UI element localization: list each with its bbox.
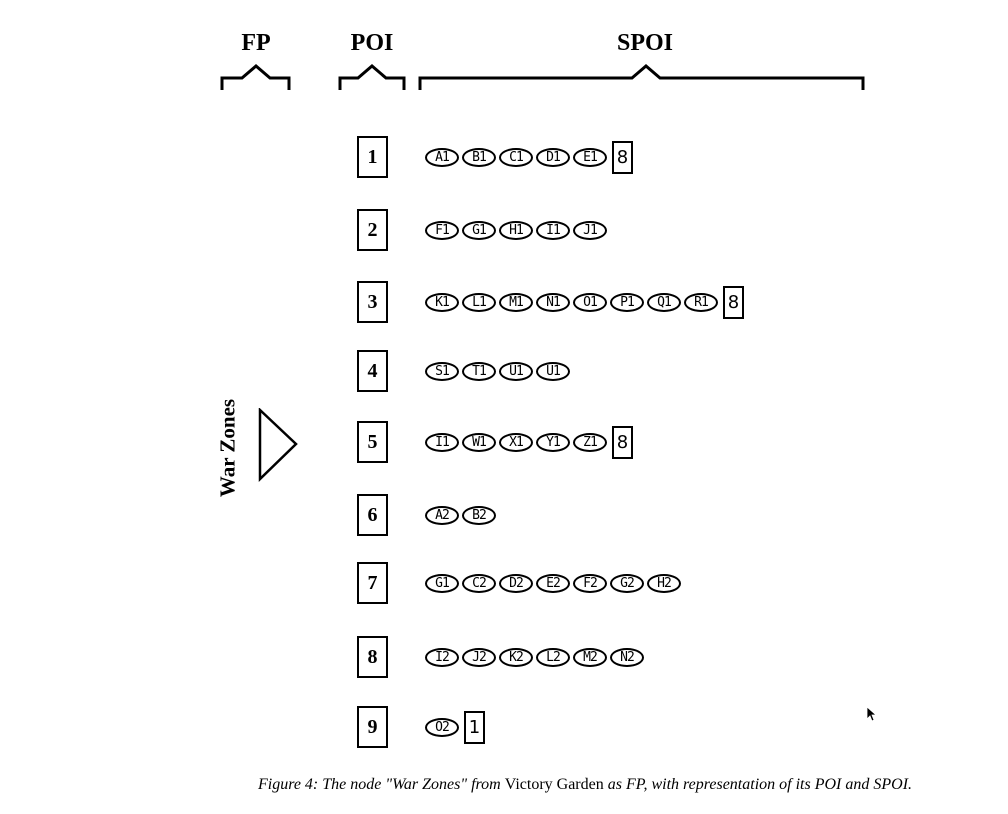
spoi-node: Z1: [573, 432, 607, 452]
spoi-node: C1: [499, 147, 533, 167]
poi-box: 5: [357, 421, 388, 463]
header-fp: FP: [241, 30, 271, 56]
spoi-node: F2: [573, 573, 607, 593]
poi-box: 4: [357, 350, 388, 392]
spoi-node: I1: [425, 432, 459, 452]
spoi-node: B1: [462, 147, 496, 167]
spoi-node: I1: [536, 220, 570, 240]
link-box: 1: [464, 710, 485, 744]
spoi-node: M1: [499, 292, 533, 312]
spoi-node: Q1: [647, 292, 681, 312]
header-spoi: SPOI: [616, 30, 674, 56]
mouse-cursor-icon: [866, 706, 878, 722]
spoi-node: J2: [462, 647, 496, 667]
fp-bracket: [220, 64, 865, 90]
spoi-node: H2: [647, 573, 681, 593]
spoi-node: B2: [462, 505, 496, 525]
spoi-node: N1: [536, 292, 570, 312]
link-box: 8: [612, 425, 633, 459]
spoi-node: E2: [536, 573, 570, 593]
spoi-node: D2: [499, 573, 533, 593]
spoi-node: U1: [536, 361, 570, 381]
poi-box: 3: [357, 281, 388, 323]
spoi-node: R1: [684, 292, 718, 312]
spoi-node: O1: [573, 292, 607, 312]
spoi-node: K2: [499, 647, 533, 667]
spoi-node: W1: [462, 432, 496, 452]
link-box: 8: [723, 285, 744, 319]
poi-box: 9: [357, 706, 388, 748]
spoi-node: X1: [499, 432, 533, 452]
spoi-node: O2: [425, 717, 459, 737]
caption-part1: Figure 4: The node "War Zones" from: [257, 776, 505, 793]
spoi-node: J1: [573, 220, 607, 240]
spoi-node: S1: [425, 361, 459, 381]
spoi-node: C2: [462, 573, 496, 593]
spoi-node: E1: [573, 147, 607, 167]
spoi-node: P1: [610, 292, 644, 312]
spoi-node: N2: [610, 647, 644, 667]
spoi-node: T1: [462, 361, 496, 381]
spoi-node: I2: [425, 647, 459, 667]
spoi-node: G2: [610, 573, 644, 593]
spoi-node: M2: [573, 647, 607, 667]
spoi-node: Y1: [536, 432, 570, 452]
spoi-node: D1: [536, 147, 570, 167]
spoi-node: A1: [425, 147, 459, 167]
poi-box: 8: [357, 636, 388, 678]
figure-caption: Figure 4: The node "War Zones" from Vict…: [0, 776, 1008, 794]
poi-box: 1: [357, 136, 388, 178]
spoi-node: L2: [536, 647, 570, 667]
poi-box: 2: [357, 209, 388, 251]
fp-triangle-icon: [258, 408, 298, 482]
spoi-node: G1: [462, 220, 496, 240]
caption-title: Victory Garden: [504, 776, 604, 793]
spoi-node: F1: [425, 220, 459, 240]
poi-box: 6: [357, 494, 388, 536]
spoi-node: A2: [425, 505, 459, 525]
spoi-node: G1: [425, 573, 459, 593]
header-poi: POI: [350, 30, 394, 56]
spoi-node: U1: [499, 361, 533, 381]
poi-box: 7: [357, 562, 388, 604]
spoi-node: K1: [425, 292, 459, 312]
caption-part2: as FP, with representation of its POI an…: [603, 776, 913, 793]
spoi-node: L1: [462, 292, 496, 312]
spoi-node: H1: [499, 220, 533, 240]
link-box: 8: [612, 140, 633, 174]
fp-node-label: War Zones: [215, 398, 240, 498]
